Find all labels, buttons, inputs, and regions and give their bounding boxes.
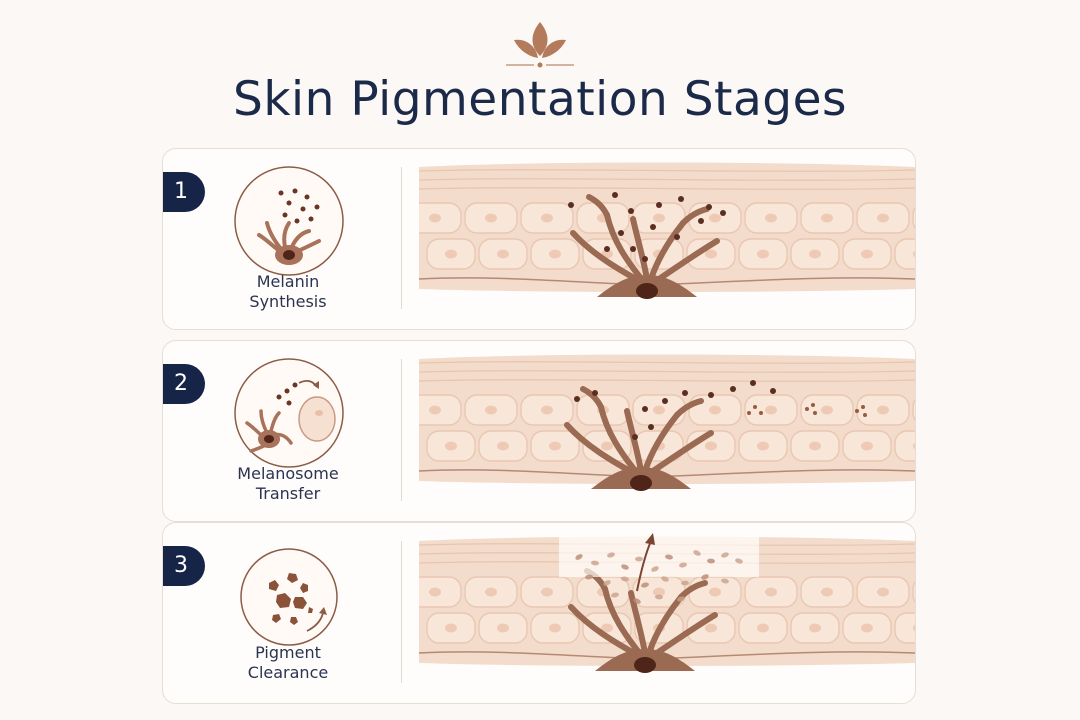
skin-cross-section-synthesis — [419, 157, 915, 307]
stage-label: Melanin Synthesis — [203, 272, 373, 312]
stage-label: Pigment Clearance — [203, 643, 373, 683]
stage-label: Melanosome Transfer — [203, 464, 373, 504]
skin-cross-section-transfer — [419, 349, 915, 499]
skin-cross-section-clearance — [419, 531, 915, 681]
stage-panel-2: 2 Melanosome Transfer — [162, 340, 916, 522]
panel-divider — [401, 359, 402, 501]
stage-panel-3: 3 Pigment Clearance — [162, 522, 916, 704]
stage-number-badge: 2 — [162, 364, 205, 404]
panel-divider — [401, 167, 402, 309]
stage-number-badge: 3 — [162, 546, 205, 586]
stage-panel-1: 1 Melanin Synthesis — [162, 148, 916, 330]
panel-divider — [401, 541, 402, 683]
leaf-logo-icon — [500, 12, 580, 72]
page-title: Skin Pigmentation Stages — [0, 72, 1080, 127]
transfer-icon — [229, 353, 349, 473]
stage-number-badge: 1 — [162, 172, 205, 212]
melanocyte-icon — [229, 161, 349, 281]
